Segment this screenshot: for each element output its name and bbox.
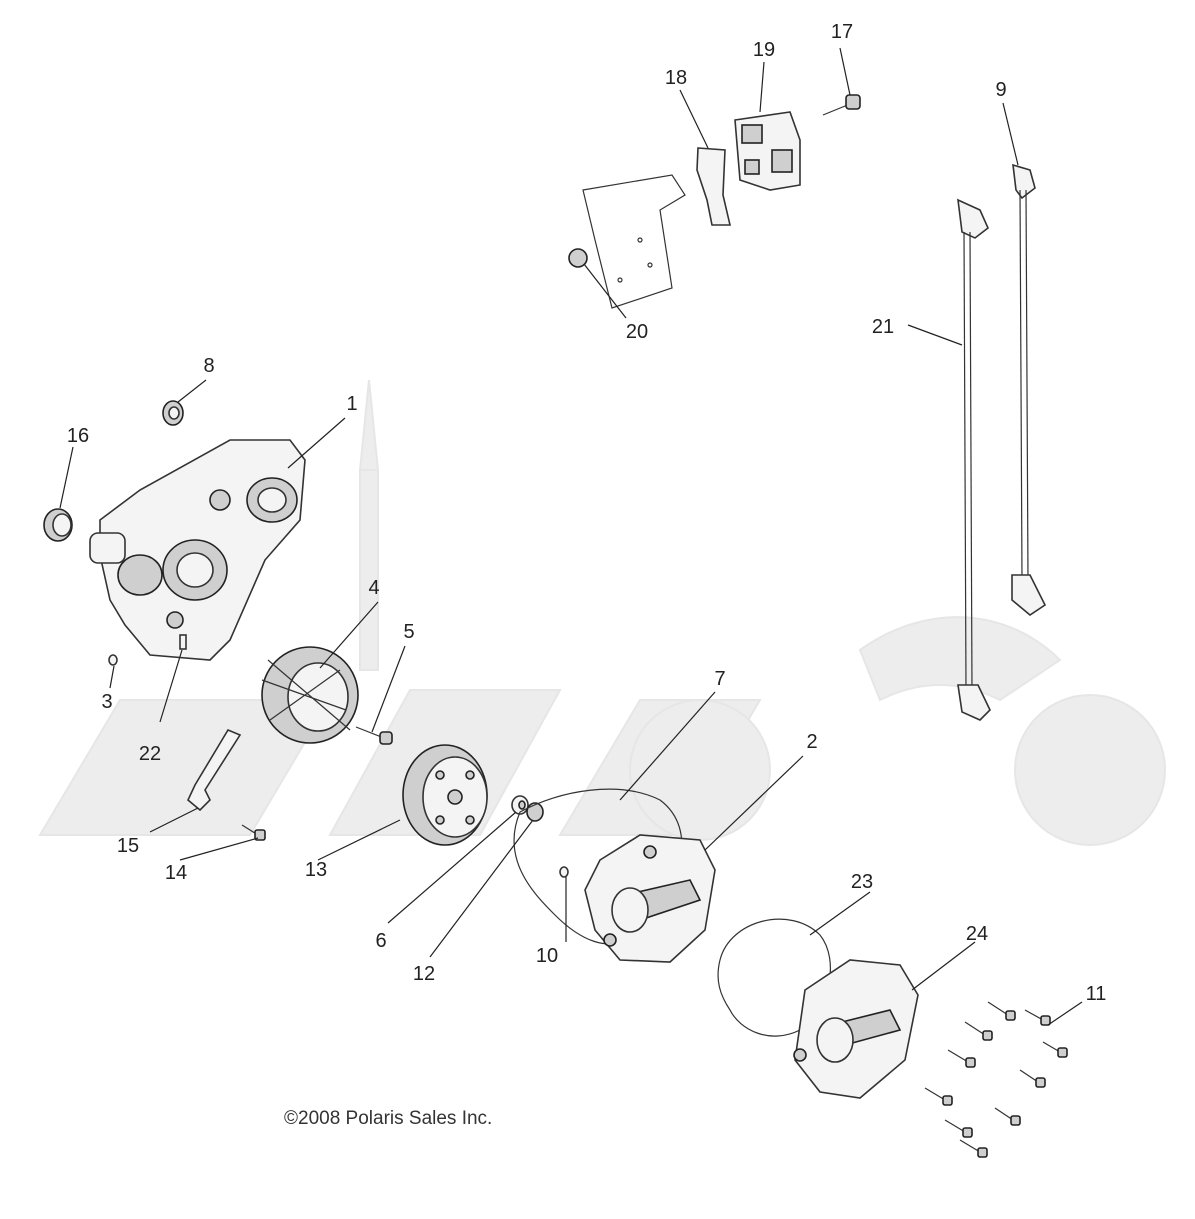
callout-23: 23 [851,871,873,893]
cover-bolts-part [924,1001,1068,1158]
watermark-logo [38,379,1166,846]
bracket-screw-part [241,824,266,841]
plate-nut-part [568,248,588,268]
callout-labels: 1 2 3 4 5 6 7 8 9 10 11 12 13 14 15 16 1… [67,21,1107,1005]
stator-part [261,646,359,744]
callout-10: 10 [536,945,558,967]
callout-7: 7 [714,668,725,690]
stator-cover-part [584,834,716,963]
stator-bolt-part [355,726,393,745]
callout-18: 18 [665,67,687,89]
callout-2: 2 [806,731,817,753]
callout-13: 13 [305,859,327,881]
callout-1: 1 [346,393,357,415]
coil-bracket-part [696,147,732,226]
callout-14: 14 [165,862,187,884]
callout-9: 9 [995,79,1006,101]
flywheel-nut-part [526,802,544,822]
crankcase-cover-part [89,439,306,661]
callout-24: 24 [966,923,988,945]
bearing-part [162,400,184,426]
spark-plug-wire-short-part [957,198,991,721]
outer-cover-part [793,959,919,1099]
callout-4: 4 [368,577,379,599]
callout-21: 21 [872,316,894,338]
ignition-coil-part [734,111,801,191]
wire-bracket-part [187,728,242,812]
spark-plug-wire-long-part [1011,163,1047,616]
callout-11: 11 [1086,983,1107,1005]
callout-16: 16 [67,425,89,447]
flywheel-part [402,744,488,846]
dowel-pin-part [108,654,118,666]
callout-5: 5 [403,621,414,643]
callout-3: 3 [101,691,112,713]
cover-dowel-part [559,866,569,878]
callout-17: 17 [831,21,853,43]
pin-part [179,634,187,650]
seal-ring-part [43,508,73,542]
callout-15: 15 [117,835,139,857]
coil-bolt-part [822,94,861,116]
copyright-notice: ©2008 Polaris Sales Inc. [284,1108,493,1129]
callout-6: 6 [375,930,386,952]
callout-19: 19 [753,39,775,61]
leader-lines [59,47,1083,1026]
mounting-plate-part [582,174,686,309]
washer-part [511,795,529,815]
callout-20: 20 [626,321,648,343]
callout-22: 22 [139,743,161,765]
callout-12: 12 [413,963,435,985]
callout-8: 8 [203,355,214,377]
